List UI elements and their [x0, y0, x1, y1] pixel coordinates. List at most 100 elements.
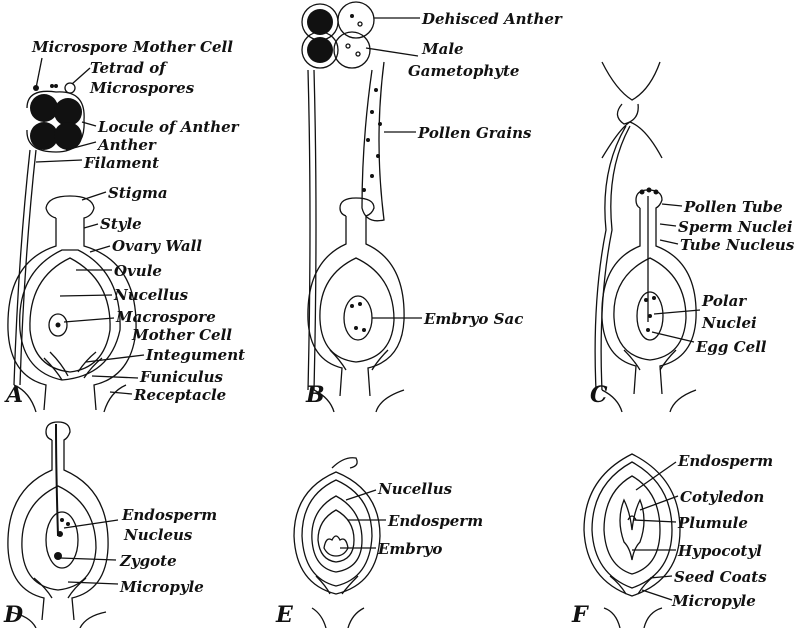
panel-e: Nucellus Endosperm Embryo E	[275, 458, 483, 628]
embryo-sac-shape	[344, 296, 372, 340]
label-pollen-tube: Pollen Tube	[683, 198, 783, 216]
label-polar: Polar	[701, 292, 747, 310]
label-micropyle: Micropyle	[119, 578, 204, 596]
polar-nucleus	[648, 314, 652, 318]
pollen-grain	[374, 88, 378, 92]
ovule-shape	[22, 486, 96, 590]
pollen-grain	[362, 188, 366, 192]
label-nucleus: Nucleus	[123, 526, 193, 544]
label-micropyle: Micropyle	[671, 592, 756, 610]
receptacle-shape	[14, 385, 126, 412]
label-endosperm: Endosperm	[677, 452, 773, 470]
cotyledon-shape	[620, 500, 644, 560]
panel-letter-e: E	[275, 602, 294, 628]
label-dehisced-anther: Dehisced Anther	[421, 10, 563, 28]
label-ovule: Ovule	[114, 262, 162, 280]
panel-letter-a: A	[4, 382, 23, 408]
leader-line	[84, 224, 98, 228]
tetrad-dot	[54, 84, 58, 88]
pollen-grain	[376, 154, 380, 158]
nucleus-dot	[358, 302, 362, 306]
nucleus-dot	[354, 326, 358, 330]
nucellus-shape	[312, 496, 362, 572]
ovule-shape	[614, 258, 686, 360]
pollen-dot	[356, 52, 360, 56]
receptacle-shape	[602, 390, 696, 412]
label-pollen-grains: Pollen Grains	[417, 124, 532, 142]
leader-line	[36, 160, 82, 162]
nucleus-dot	[362, 328, 366, 332]
label-sperm-nuclei: Sperm Nuclei	[678, 218, 793, 236]
receptacle-shape	[314, 390, 404, 412]
label-cotyledon: Cotyledon	[680, 488, 764, 506]
label-microspores: Microspores	[89, 79, 195, 97]
panel-c: Pollen Tube Sperm Nuclei Tube Nucleus Po…	[590, 62, 795, 412]
label-nucellus: Nucellus	[377, 480, 453, 498]
panel-letter-d: D	[3, 602, 23, 628]
label-endosperm: Endosperm	[387, 512, 483, 530]
leader-line	[60, 295, 112, 296]
leader-line	[652, 332, 694, 342]
label-hypocotyl: Hypocotyl	[677, 542, 762, 560]
label-funiculus: Funiculus	[139, 368, 224, 386]
locule-shape	[54, 98, 82, 126]
receptacle-shape	[312, 608, 364, 628]
panel-f: Endosperm Cotyledon Plumule Hypocotyl Se…	[571, 452, 773, 628]
seed-outer-wall	[294, 472, 380, 594]
label-zygote: Zygote	[119, 552, 177, 570]
label-filament: Filament	[83, 154, 159, 172]
pollen-dot	[346, 44, 350, 48]
anther-locule	[307, 9, 333, 35]
panel-letter-c: C	[590, 382, 608, 408]
locule-shape	[30, 94, 58, 122]
leader-line	[662, 204, 682, 206]
label-style: Style	[100, 215, 142, 233]
leader-line	[636, 462, 676, 490]
anther-shape	[602, 62, 662, 158]
tetrad-dot	[50, 84, 54, 88]
filament-shape	[20, 150, 36, 385]
filament-shape	[601, 126, 630, 390]
locule-shape	[54, 122, 82, 150]
label-embryo: Embryo	[377, 540, 442, 558]
leader-line	[366, 48, 418, 56]
label-gametophyte: Gametophyte	[408, 62, 519, 80]
pollen-cloud-outline	[362, 62, 384, 221]
pollen-grain	[370, 174, 374, 178]
label-locule-of-anther: Locule of Anther	[97, 118, 240, 136]
label-egg-cell: Egg Cell	[695, 338, 767, 356]
label-microspore-mother-cell: Microspore Mother Cell	[31, 38, 233, 56]
filament-shape	[314, 70, 316, 390]
egg-nucleus	[646, 328, 650, 332]
sperm-nucleus	[647, 188, 652, 193]
ovule-shape	[30, 258, 110, 372]
pollen-tube	[56, 424, 58, 536]
endosperm-nucleus-dot	[66, 522, 70, 526]
pollen-grain	[366, 138, 370, 142]
pollen-grain	[378, 122, 382, 126]
receptacle-shape	[604, 608, 662, 628]
leader-line	[660, 224, 676, 226]
sperm-nucleus	[654, 190, 659, 195]
leader-line	[654, 310, 700, 314]
filament-shape	[308, 70, 310, 390]
label-macrospore: Macrospore	[115, 308, 216, 326]
label-nucellus: Nucellus	[113, 286, 189, 304]
leader-line	[642, 590, 672, 600]
label-seed-coats: Seed Coats	[674, 568, 767, 586]
macrospore-nucleus	[56, 323, 61, 328]
panel-letter-f: F	[571, 602, 589, 628]
label-anther: Anther	[96, 136, 157, 154]
panel-a: Microspore Mother Cell Tetrad of Microsp…	[4, 38, 245, 412]
zygote-shape	[54, 552, 62, 560]
leader-line	[64, 318, 114, 322]
leader-line	[86, 355, 144, 362]
pollen-dot	[358, 22, 362, 26]
panel-d: Endosperm Nucleus Zygote Micropyle D	[3, 422, 217, 628]
sperm-nucleus	[640, 190, 645, 195]
label-nuclei: Nuclei	[701, 314, 757, 332]
endosperm-nucleus-dot	[60, 518, 64, 522]
stigma-remnant	[332, 458, 357, 468]
